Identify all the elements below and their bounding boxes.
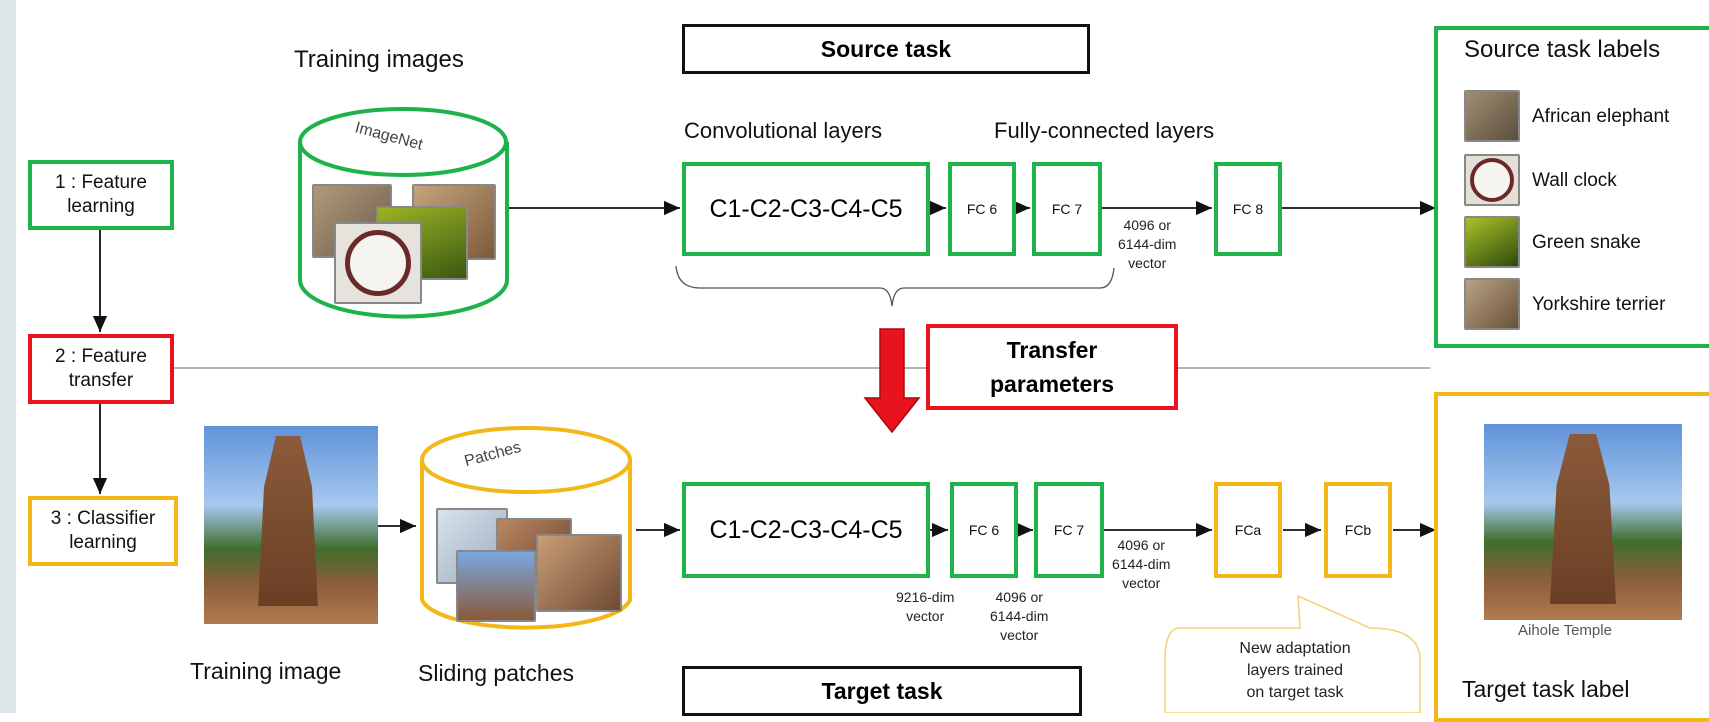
stage-classifier-learning: 3 : Classifier learning xyxy=(28,496,178,566)
target-result-image xyxy=(1484,424,1682,620)
source-label-wall-clock: Wall clock xyxy=(1532,170,1617,191)
transfer-parameters-box: Transfer parameters xyxy=(926,324,1178,410)
target-dim-9216: 9216-dim vector xyxy=(896,589,955,624)
left-margin-strip xyxy=(0,0,16,713)
result-caption: Aihole Temple xyxy=(1518,622,1612,639)
stage-1-label: 1 : Feature learning xyxy=(55,172,147,217)
fc-layers-heading: Fully-connected layers xyxy=(994,118,1215,143)
callout-text: New adaptation layers trained on target … xyxy=(1239,640,1351,701)
stage-feature-transfer: 2 : Feature transfer xyxy=(28,334,174,404)
source-label-green-snake: Green snake xyxy=(1532,232,1641,253)
yorkshire-terrier-thumbnail xyxy=(1464,278,1520,330)
stage-2-label: 2 : Feature transfer xyxy=(55,346,147,391)
sliding-patches-label: Sliding patches xyxy=(418,660,574,686)
training-images-label: Training images xyxy=(294,46,464,73)
target-task-title: Target task xyxy=(682,666,1082,716)
source-fc8: FC 8 xyxy=(1214,162,1282,256)
temple-shape xyxy=(1550,434,1616,604)
source-labels-title: Source task labels xyxy=(1464,36,1661,63)
source-label-african-elephant: African elephant xyxy=(1532,106,1670,127)
source-fc7: FC 7 xyxy=(1032,162,1102,256)
target-fcb: FCb xyxy=(1324,482,1392,578)
target-conv-block: C1-C2-C3-C4-C5 xyxy=(682,482,930,578)
source-fc6: FC 6 xyxy=(948,162,1016,256)
target-dim-4096-b: 4096 or 6144-dim vector xyxy=(1112,537,1171,591)
source-vector-note: 4096 or 6144-dim vector xyxy=(1118,217,1177,271)
patch-thumbnail-3 xyxy=(536,534,622,612)
clock-icon xyxy=(345,230,411,296)
stage-feature-learning: 1 : Feature learning xyxy=(28,160,174,230)
temple-shape xyxy=(258,436,318,606)
target-label-title: Target task label xyxy=(1462,676,1630,702)
target-fc6: FC 6 xyxy=(950,482,1018,578)
green-snake-thumbnail xyxy=(1464,216,1520,268)
target-fca: FCa xyxy=(1214,482,1282,578)
patch-thumbnail-4 xyxy=(456,550,536,622)
target-dim-4096-a: 4096 or 6144-dim vector xyxy=(990,589,1049,643)
source-brace xyxy=(675,265,1115,307)
callout-bubble xyxy=(1164,594,1421,713)
source-label-yorkshire-terrier: Yorkshire terrier xyxy=(1532,294,1666,315)
wall-clock-icon xyxy=(1470,158,1514,202)
stage-3-label: 3 : Classifier learning xyxy=(50,508,156,553)
source-conv-block: C1-C2-C3-C4-C5 xyxy=(682,162,930,256)
conv-layers-heading: Convolutional layers xyxy=(684,118,883,143)
training-image xyxy=(204,426,378,624)
source-task-title: Source task xyxy=(682,24,1090,74)
training-image-label: Training image xyxy=(190,658,342,684)
target-fc7: FC 7 xyxy=(1034,482,1104,578)
clock-thumbnail xyxy=(334,222,422,304)
wall-clock-thumbnail xyxy=(1464,154,1520,206)
transfer-arrow xyxy=(863,328,921,434)
african-elephant-thumbnail xyxy=(1464,90,1520,142)
